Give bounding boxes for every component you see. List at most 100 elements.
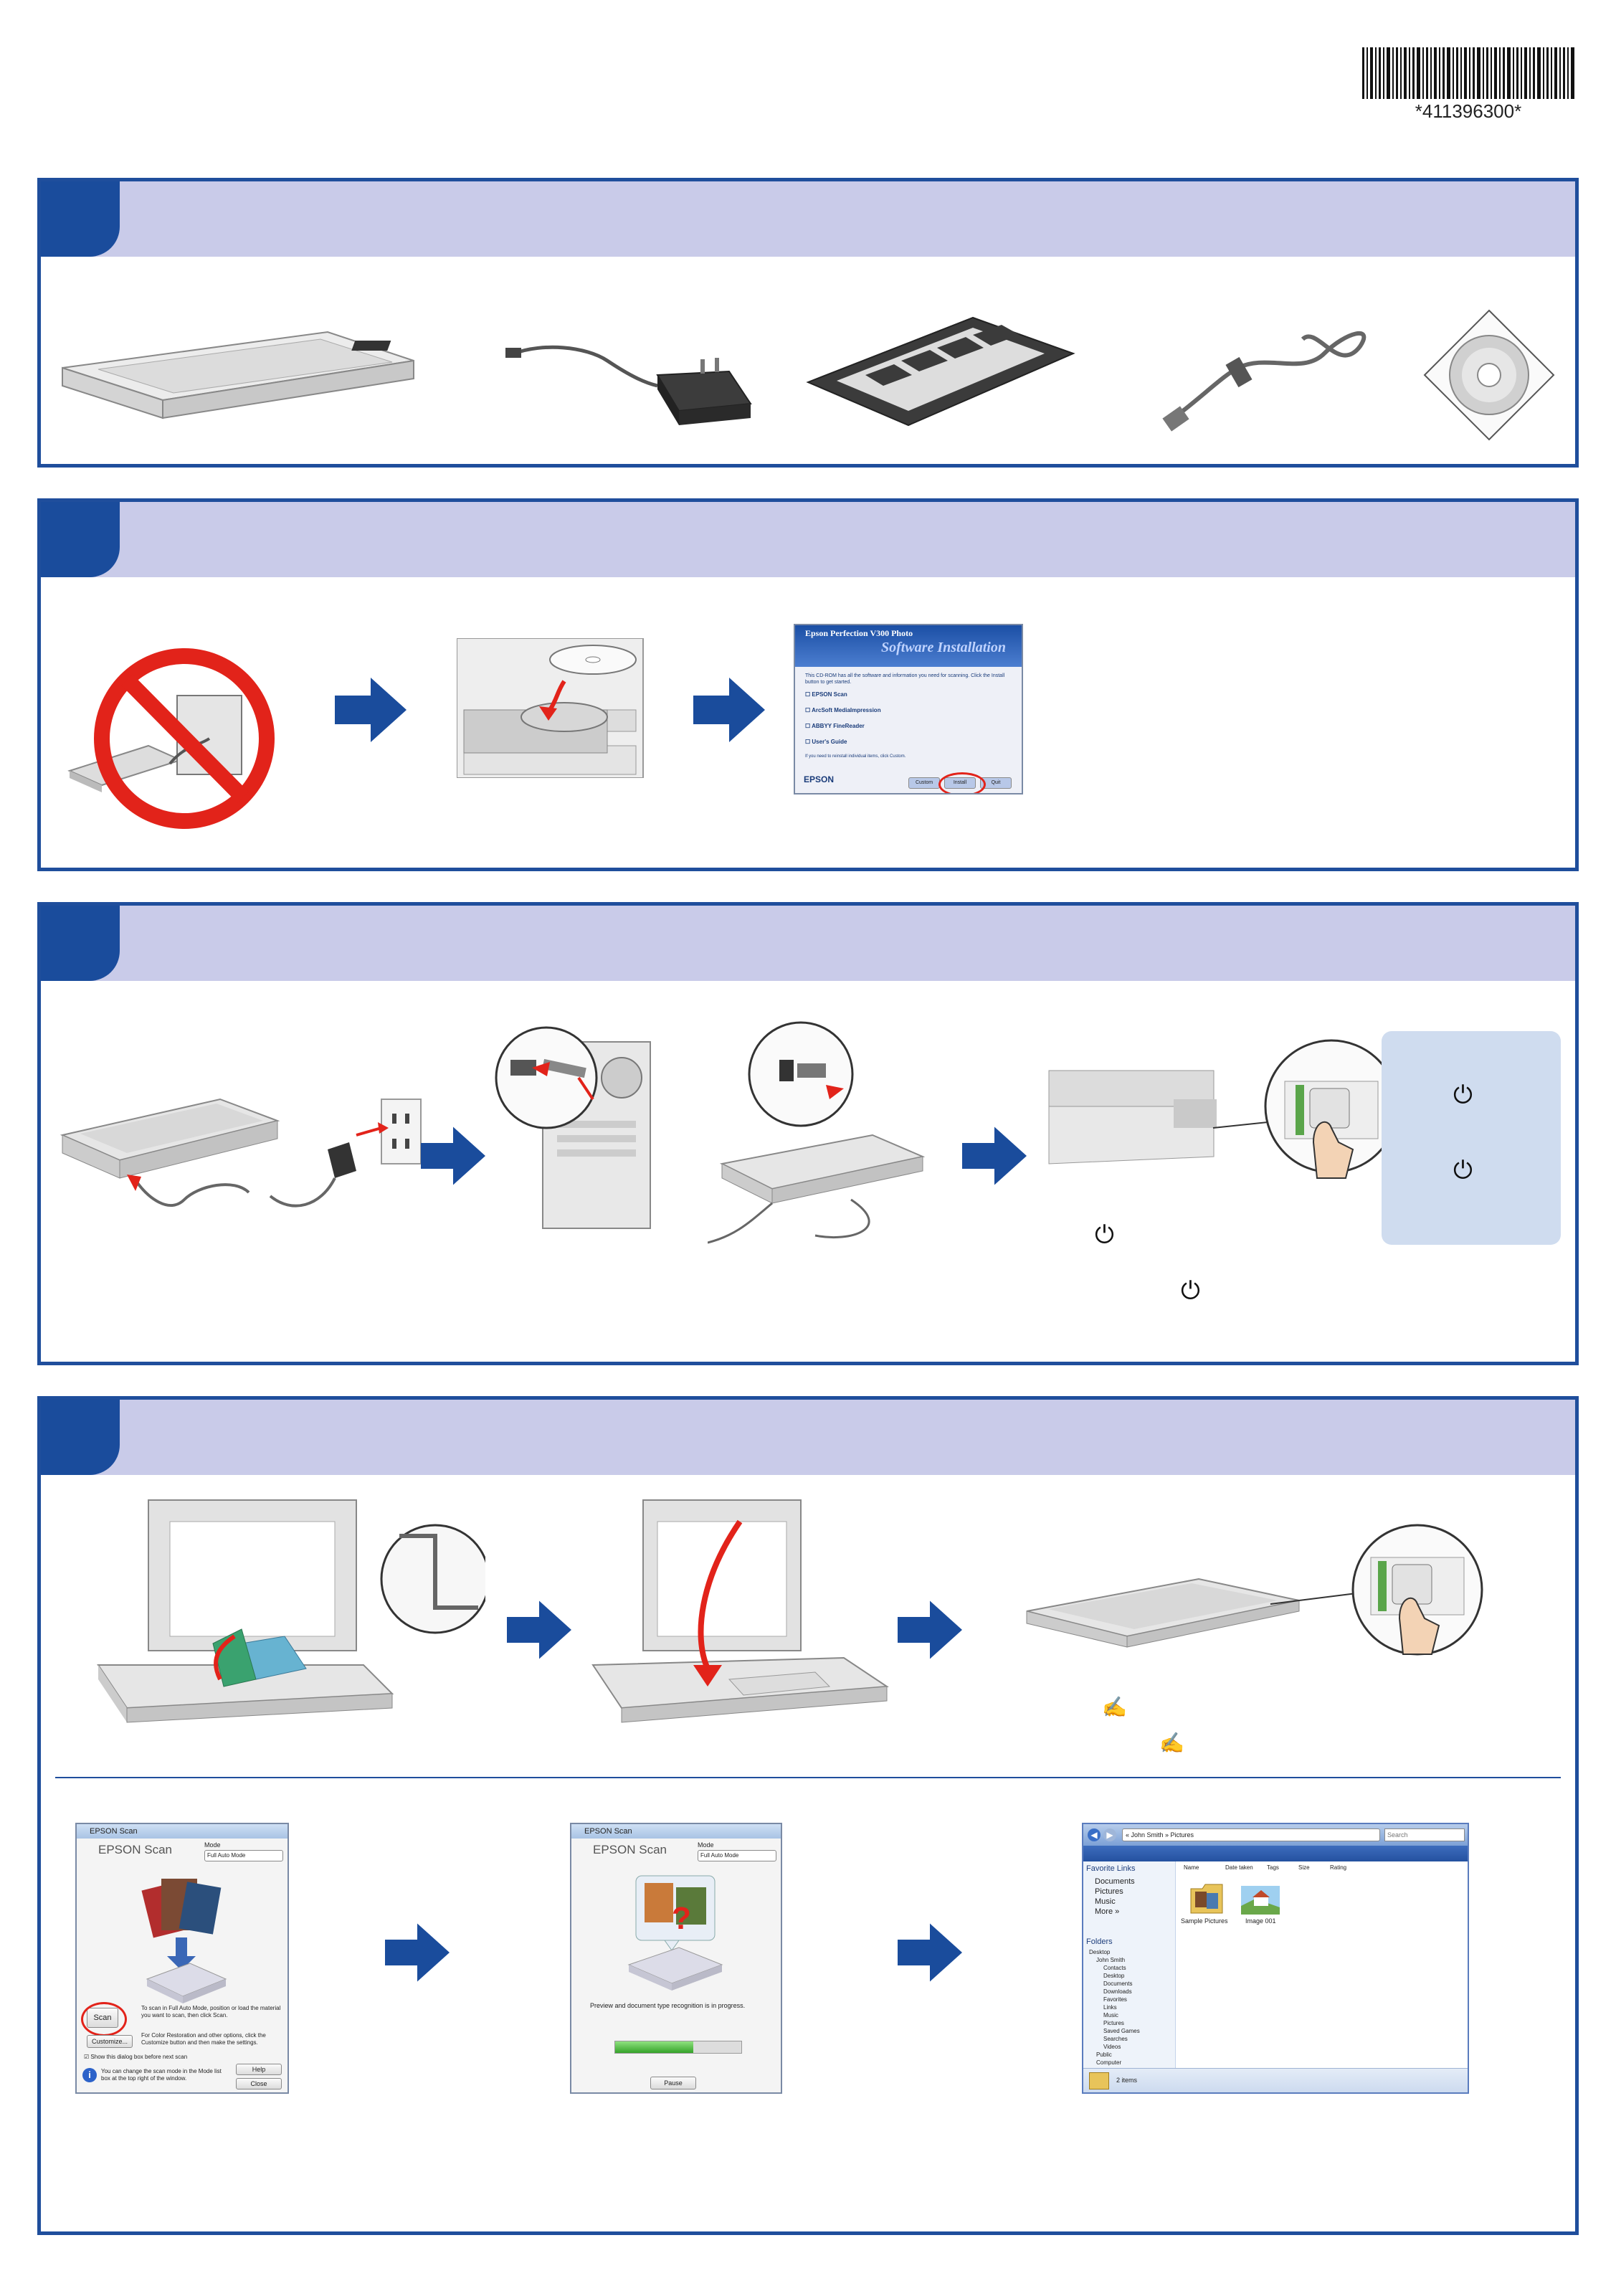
power-icon: ⏻ [1453, 1081, 1473, 1109]
column-header[interactable]: Rating [1330, 1864, 1347, 1871]
do-not-connect-illustration [67, 648, 275, 829]
power-note-box: ⏻ ⏻ [1382, 1031, 1561, 1245]
tree-item[interactable]: Desktop [1103, 1973, 1125, 1979]
start-icon: ✍ [1102, 1696, 1127, 1718]
search-input[interactable] [1384, 1828, 1465, 1841]
press-start-illustration [1026, 1524, 1483, 1656]
breadcrumb-text: « John Smith » Pictures [1126, 1831, 1194, 1839]
explorer-window: ◀ ▶ « John Smith » Pictures Favorite Lin… [1082, 1823, 1469, 2094]
item-count: 2 items [1116, 2077, 1138, 2084]
column-header[interactable]: Tags [1267, 1864, 1279, 1871]
power-icon: ⏻ [1453, 1157, 1473, 1184]
usb-to-scanner-illustration [708, 1021, 926, 1244]
forward-button[interactable]: ▶ [1103, 1828, 1116, 1841]
tree-item[interactable]: Music [1103, 2012, 1118, 2019]
folders-label: Folders [1086, 1937, 1113, 1946]
tree-item[interactable]: Searches [1103, 2036, 1128, 2042]
step-arrow-icon [385, 1923, 450, 1982]
breadcrumb[interactable]: « John Smith » Pictures [1122, 1828, 1380, 1841]
favorite-link[interactable]: More » [1095, 1907, 1120, 1916]
favorite-links-label: Favorite Links [1086, 1864, 1136, 1873]
info-icon: i [82, 2068, 97, 2082]
section-scan: ✍ ✍ EPSON Scan EPSON Scan Mode Full Auto… [37, 1396, 1579, 2235]
installer-note: If you need to reinstall individual item… [805, 754, 906, 759]
epson-scan-logo: EPSON Scan [593, 1843, 667, 1856]
mode-value: Full Auto Mode [700, 1852, 739, 1859]
back-button[interactable]: ◀ [1088, 1828, 1101, 1841]
customize-button[interactable]: Customize... [87, 2035, 133, 2048]
connect-power-illustration [60, 1098, 422, 1208]
section-header [41, 181, 1575, 257]
section-install: Epson Perfection V300 Photo Software Ins… [37, 498, 1579, 871]
tree-item[interactable]: Links [1103, 2004, 1117, 2011]
tree-item[interactable]: Documents [1103, 1980, 1133, 1987]
custom-button[interactable]: Custom [908, 777, 940, 789]
progress-status: Preview and document type recognition is… [590, 2002, 746, 2009]
section-header [41, 502, 1575, 577]
favorite-link[interactable]: Music [1095, 1897, 1116, 1906]
close-button[interactable]: Close [236, 2078, 282, 2089]
tree-item[interactable]: Contacts [1103, 1965, 1126, 1971]
section-tab [41, 502, 120, 577]
section-unpack [37, 178, 1579, 468]
column-header[interactable]: Date taken [1225, 1864, 1253, 1871]
svg-text:?: ? [672, 1901, 691, 1936]
mode-select[interactable]: Full Auto Mode [204, 1850, 283, 1861]
step-arrow-icon [335, 678, 407, 742]
insert-cd-illustration [457, 638, 644, 778]
installer-intro: This CD-ROM has all the software and inf… [805, 673, 1005, 685]
installer-window: Epson Perfection V300 Photo Software Ins… [794, 624, 1023, 794]
pause-button[interactable]: Pause [650, 2077, 696, 2089]
section-tab [41, 906, 120, 981]
installer-item[interactable]: ☐ User's Guide [805, 739, 847, 745]
favorite-link[interactable]: Documents [1095, 1877, 1135, 1886]
details-pane [1083, 2068, 1468, 2092]
installer-item[interactable]: ☐ ABBYY FineReader [805, 723, 865, 729]
checkbox-label: Show this dialog box before next scan [90, 2054, 188, 2060]
step-arrow-icon [421, 1126, 485, 1185]
installer-item[interactable]: ☐ EPSON Scan [805, 691, 847, 698]
mode-select[interactable]: Full Auto Mode [698, 1850, 776, 1861]
start-icon: ✍ [1159, 1732, 1184, 1754]
tree-item[interactable]: Downloads [1103, 1988, 1132, 1995]
column-header[interactable]: Name [1184, 1864, 1199, 1871]
installer-item[interactable]: ☐ ArcSoft MediaImpression [805, 707, 881, 713]
power-on-illustration [1048, 1039, 1389, 1179]
place-document-illustration [97, 1499, 485, 1723]
tree-item[interactable]: Saved Games [1103, 2028, 1140, 2034]
installer-heading: Software Installation [881, 640, 1006, 655]
file-item-label[interactable]: Image 001 [1245, 1917, 1276, 1925]
show-dialog-checkbox[interactable]: ☑ Show this dialog box before next scan [84, 2054, 188, 2060]
customize-text: For Color Restoration and other options,… [141, 2032, 266, 2046]
tree-item[interactable]: Videos [1103, 2044, 1121, 2050]
section-tab [41, 181, 120, 257]
section-header [41, 906, 1575, 981]
progress-fill [615, 2041, 694, 2053]
tree-item[interactable]: Computer [1096, 2059, 1122, 2066]
epson-logo: EPSON [804, 774, 835, 784]
section-divider [55, 1777, 1561, 1778]
scanner-illustration [62, 331, 414, 419]
tree-item[interactable]: Public [1096, 2051, 1112, 2058]
tree-item[interactable]: John Smith [1096, 1957, 1126, 1963]
favorite-link[interactable]: Pictures [1095, 1887, 1123, 1896]
cd-rom-illustration [1423, 309, 1555, 441]
section-header [41, 1400, 1575, 1475]
tree-item[interactable]: Desktop [1089, 1949, 1111, 1955]
tree-item[interactable]: Pictures [1103, 2020, 1124, 2026]
step-arrow-icon [898, 1600, 962, 1659]
section-tab [41, 1400, 120, 1475]
tree-item[interactable]: Favorites [1103, 1996, 1127, 2003]
help-button[interactable]: Help [236, 2064, 282, 2075]
photos-graphic [141, 1879, 227, 2003]
installer-item-label: ArcSoft MediaImpression [812, 707, 881, 713]
progress-window: EPSON Scan EPSON Scan Mode Full Auto Mod… [570, 1823, 782, 2094]
file-item-label[interactable]: Sample Pictures [1181, 1917, 1228, 1925]
epson-scan-logo: EPSON Scan [98, 1843, 172, 1856]
recognition-graphic: ? [627, 1875, 723, 1991]
column-header[interactable]: Size [1298, 1864, 1310, 1871]
step-arrow-icon [507, 1600, 571, 1659]
mode-label: Mode [204, 1841, 221, 1849]
installer-banner [795, 625, 1022, 667]
power-icon: ⏻ [1095, 1221, 1114, 1248]
